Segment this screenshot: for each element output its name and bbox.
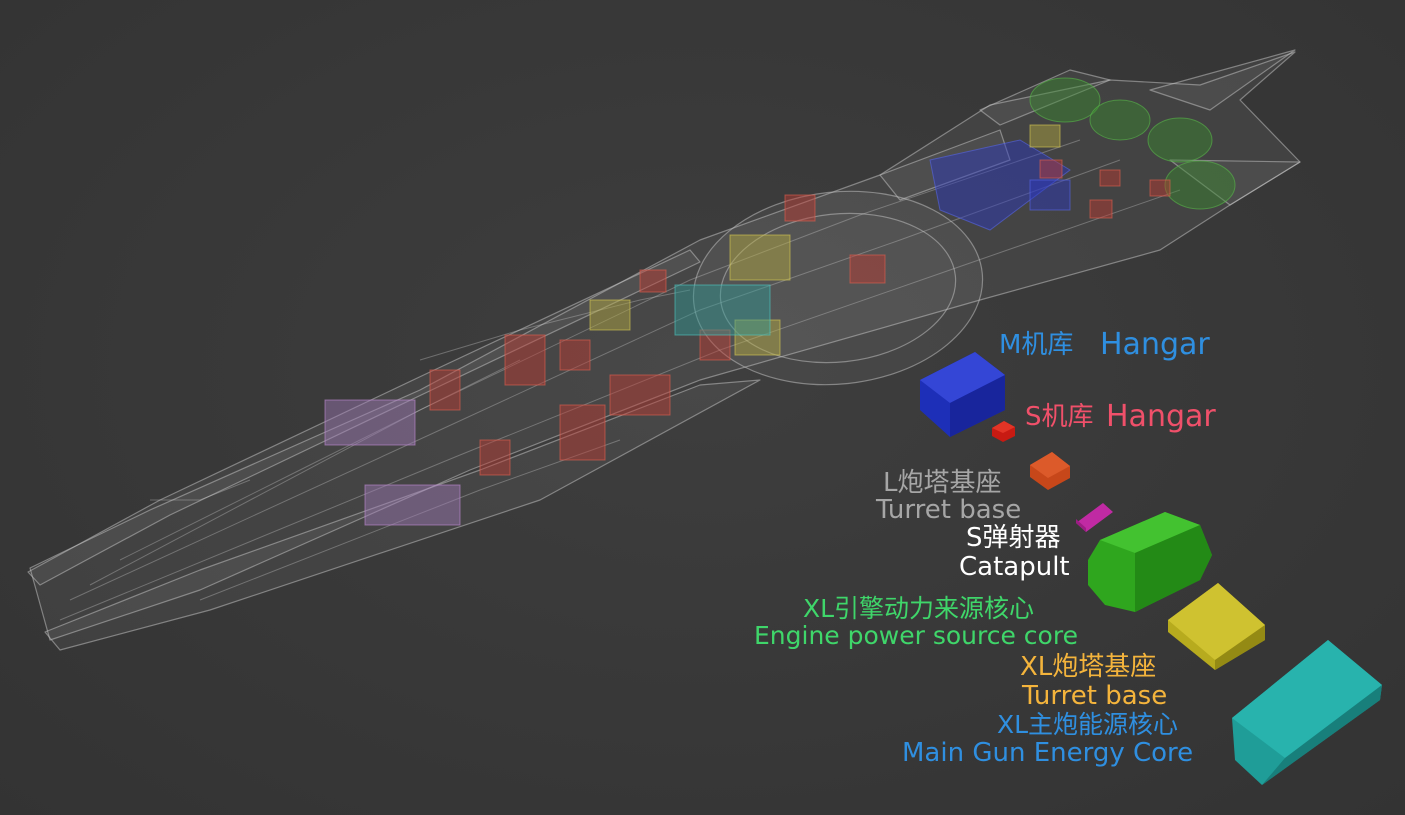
ship-panel-lines — [59, 139, 1181, 621]
m-hangar-en-label: Hangar — [1100, 327, 1210, 362]
main-gun-cn-label: XL主炮能源核心 — [997, 710, 1179, 739]
yellow-block-icon — [1168, 583, 1265, 670]
magenta-block-icon — [1076, 503, 1113, 532]
green-block-icon — [1088, 512, 1212, 612]
engine-en-label: Engine power source core — [754, 621, 1078, 650]
main-gun-en-label: Main Gun Energy Core — [902, 738, 1194, 768]
ship-internal-blocks — [324, 77, 1236, 526]
s-hangar-cn-label: S机库 — [1025, 402, 1094, 432]
catapult-en-label: Catapult — [959, 552, 1070, 582]
teal-block-icon — [1232, 640, 1382, 785]
engine-cn-label: XL引擎动力来源核心 — [803, 594, 1035, 623]
red-block-icon — [992, 421, 1015, 442]
blue-block-icon — [920, 352, 1005, 437]
l-turret-en-label: Turret base — [876, 495, 1022, 525]
l-turret-cn-label: L炮塔基座 — [883, 468, 1002, 498]
m-hangar-cn-label: M机库 — [999, 330, 1074, 360]
xl-turret-cn-label: XL炮塔基座 — [1020, 652, 1157, 682]
orange-block-icon — [1030, 452, 1070, 490]
catapult-cn-label: S弹射器 — [966, 523, 1061, 553]
xl-turret-en-label: Turret base — [1022, 681, 1168, 711]
s-hangar-en-label: Hangar — [1106, 399, 1216, 434]
